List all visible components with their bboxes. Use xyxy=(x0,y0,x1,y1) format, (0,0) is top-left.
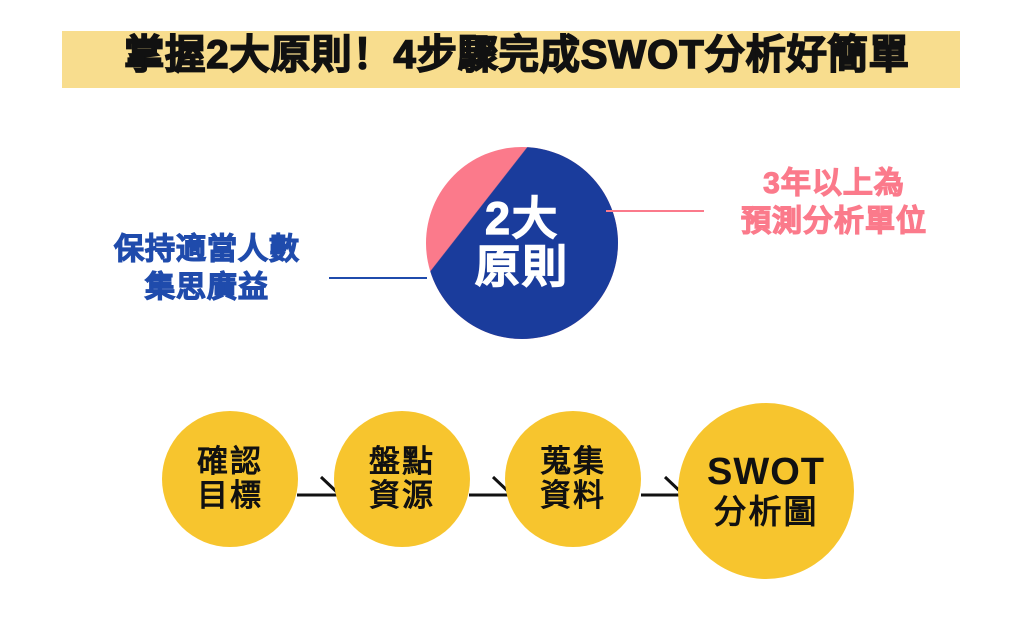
step-circle-4: SWOT 分析圖 xyxy=(678,403,854,579)
principle-right-line2: 預測分析單位 xyxy=(740,205,927,239)
circle-blue-half xyxy=(426,147,618,339)
step-2-line1: 盤點 xyxy=(369,443,435,479)
step-4-line2: 分析圖 xyxy=(713,492,819,530)
step-4-line1: SWOT xyxy=(707,450,825,493)
two-principles-label: 2大 原則 xyxy=(426,147,618,339)
step-2-line2: 資源 xyxy=(369,478,435,513)
two-principles-line2: 原則 xyxy=(474,241,569,292)
principle-left-line1: 保持適當人數 xyxy=(113,232,300,266)
principle-right-line1: 3年以上為 xyxy=(763,166,905,200)
step-circle-3: 蒐集 資料 xyxy=(505,411,641,547)
step-1-line1: 確認 xyxy=(197,443,263,479)
step-3-line1: 蒐集 xyxy=(540,443,606,479)
two-principles-circle: 2大 原則 xyxy=(426,147,618,339)
principle-right-label: 3年以上為 預測分析單位 xyxy=(715,165,953,242)
step-3-line2: 資料 xyxy=(540,478,606,513)
principle-left-label: 保持適當人數 集思廣益 xyxy=(84,231,330,308)
two-principles-line1: 2大 xyxy=(484,193,560,245)
connector-line-right xyxy=(606,210,704,212)
principle-left-line2: 集思廣益 xyxy=(144,271,269,305)
step-circle-2: 盤點 資源 xyxy=(334,411,470,547)
page-title: 掌握2大原則！4步驟完成SWOT分析好簡單 xyxy=(123,32,910,78)
step-1-line2: 目標 xyxy=(197,478,263,513)
connector-line-left xyxy=(329,277,427,279)
title-highlight-band xyxy=(62,31,960,88)
step-circle-1: 確認 目標 xyxy=(162,411,298,547)
